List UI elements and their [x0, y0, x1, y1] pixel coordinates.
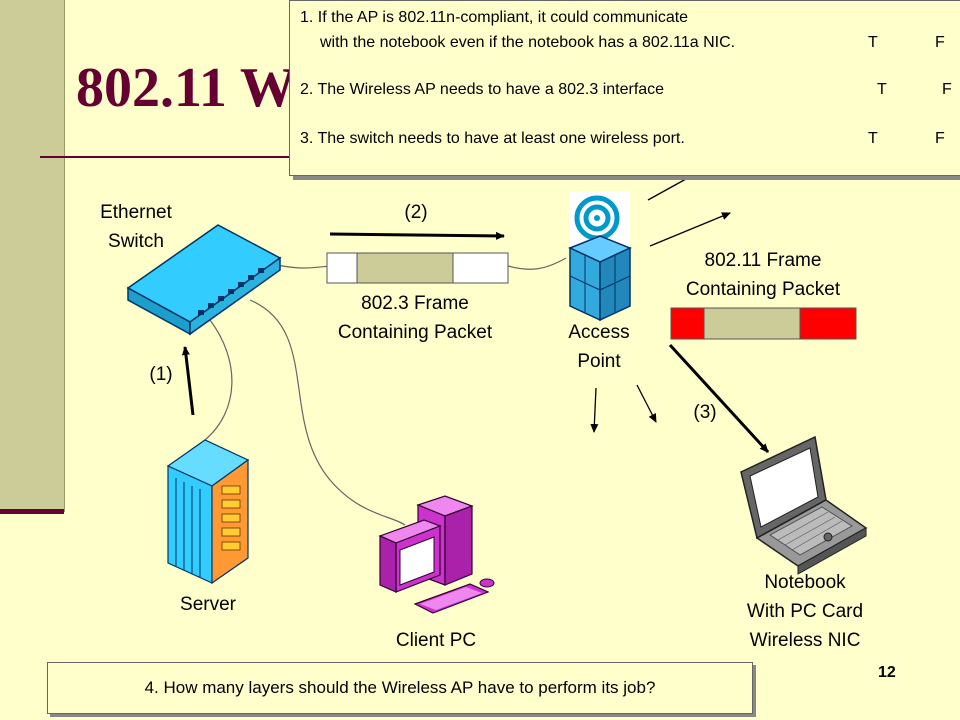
notebook-icon	[740, 435, 868, 575]
arrow-step2	[329, 231, 505, 240]
cable-frame-ap	[507, 257, 567, 270]
cables	[204, 257, 567, 526]
arrow-step1	[181, 346, 195, 416]
client-pc-label: Client PC	[395, 630, 477, 651]
switch-label-line1: Ethernet	[100, 202, 172, 223]
sidebar-base-rule	[0, 509, 64, 514]
frame80211-label-line2: Containing Packet	[685, 279, 841, 300]
frame80211-label-line1: 802.11 Frame	[704, 250, 822, 271]
question-3-false[interactable]: F	[935, 130, 945, 147]
question-2-false[interactable]: F	[942, 81, 952, 98]
switch-label-line2: Switch	[108, 231, 164, 252]
question-1-line2: with the notebook even if the notebook h…	[320, 34, 736, 51]
frame8023-label-line1: 802.3 Frame	[361, 293, 469, 314]
question-4: 4. How many layers should the Wireless A…	[144, 678, 656, 697]
question-3: 3. The switch needs to have at least one…	[300, 130, 685, 147]
step3-label: (3)	[693, 402, 717, 423]
cable-switch-client	[249, 299, 406, 526]
notebook-label-line3: Wireless NIC	[749, 630, 861, 651]
question-1-line1: 1. If the AP is 802.11n-compliant, it co…	[300, 9, 689, 26]
client-pc-icon	[378, 495, 495, 614]
switch-label: Ethernet Switch	[86, 198, 186, 256]
access-point-icon	[568, 192, 632, 322]
ap-label: Access Point	[553, 318, 645, 376]
server-icon	[166, 439, 250, 585]
step2-label: (2)	[404, 202, 428, 223]
notebook-label: Notebook With PC Card Wireless NIC	[715, 568, 895, 655]
question-1-true[interactable]: T	[868, 34, 878, 51]
frame8023-label-line2: Containing Packet	[337, 322, 493, 343]
server-label: Server	[180, 594, 236, 615]
question-4-box: 4. How many layers should the Wireless A…	[47, 662, 753, 714]
question-1-false[interactable]: F	[935, 34, 945, 51]
step1-label: (1)	[149, 364, 173, 385]
ap-label-line2: Point	[577, 351, 621, 372]
frame-80211-icon	[670, 307, 857, 340]
arrow-step3	[668, 343, 770, 454]
ethernet-switch-icon	[126, 224, 282, 336]
cable-switch-server	[204, 319, 233, 441]
notebook-label-line2: With PC Card	[746, 601, 864, 622]
frame-8023-icon	[326, 252, 509, 284]
notebook-label-line1: Notebook	[764, 572, 846, 593]
ap-label-line1: Access	[568, 322, 630, 343]
slide-title: 802.11 W	[76, 57, 296, 119]
slide-number: 12	[878, 664, 896, 681]
title-underline	[40, 156, 300, 158]
frame80211-label: 802.11 Frame Containing Packet	[660, 246, 866, 304]
wireless-signals	[590, 173, 731, 433]
sidebar-accent	[0, 0, 65, 512]
frame8023-label: 802.3 Frame Containing Packet	[312, 289, 518, 347]
question-3-true[interactable]: T	[868, 130, 878, 147]
quiz-box: 1. If the AP is 802.11n-compliant, it co…	[289, 0, 960, 176]
question-2-true[interactable]: T	[877, 81, 887, 98]
question-2: 2. The Wireless AP needs to have a 802.3…	[300, 81, 665, 98]
